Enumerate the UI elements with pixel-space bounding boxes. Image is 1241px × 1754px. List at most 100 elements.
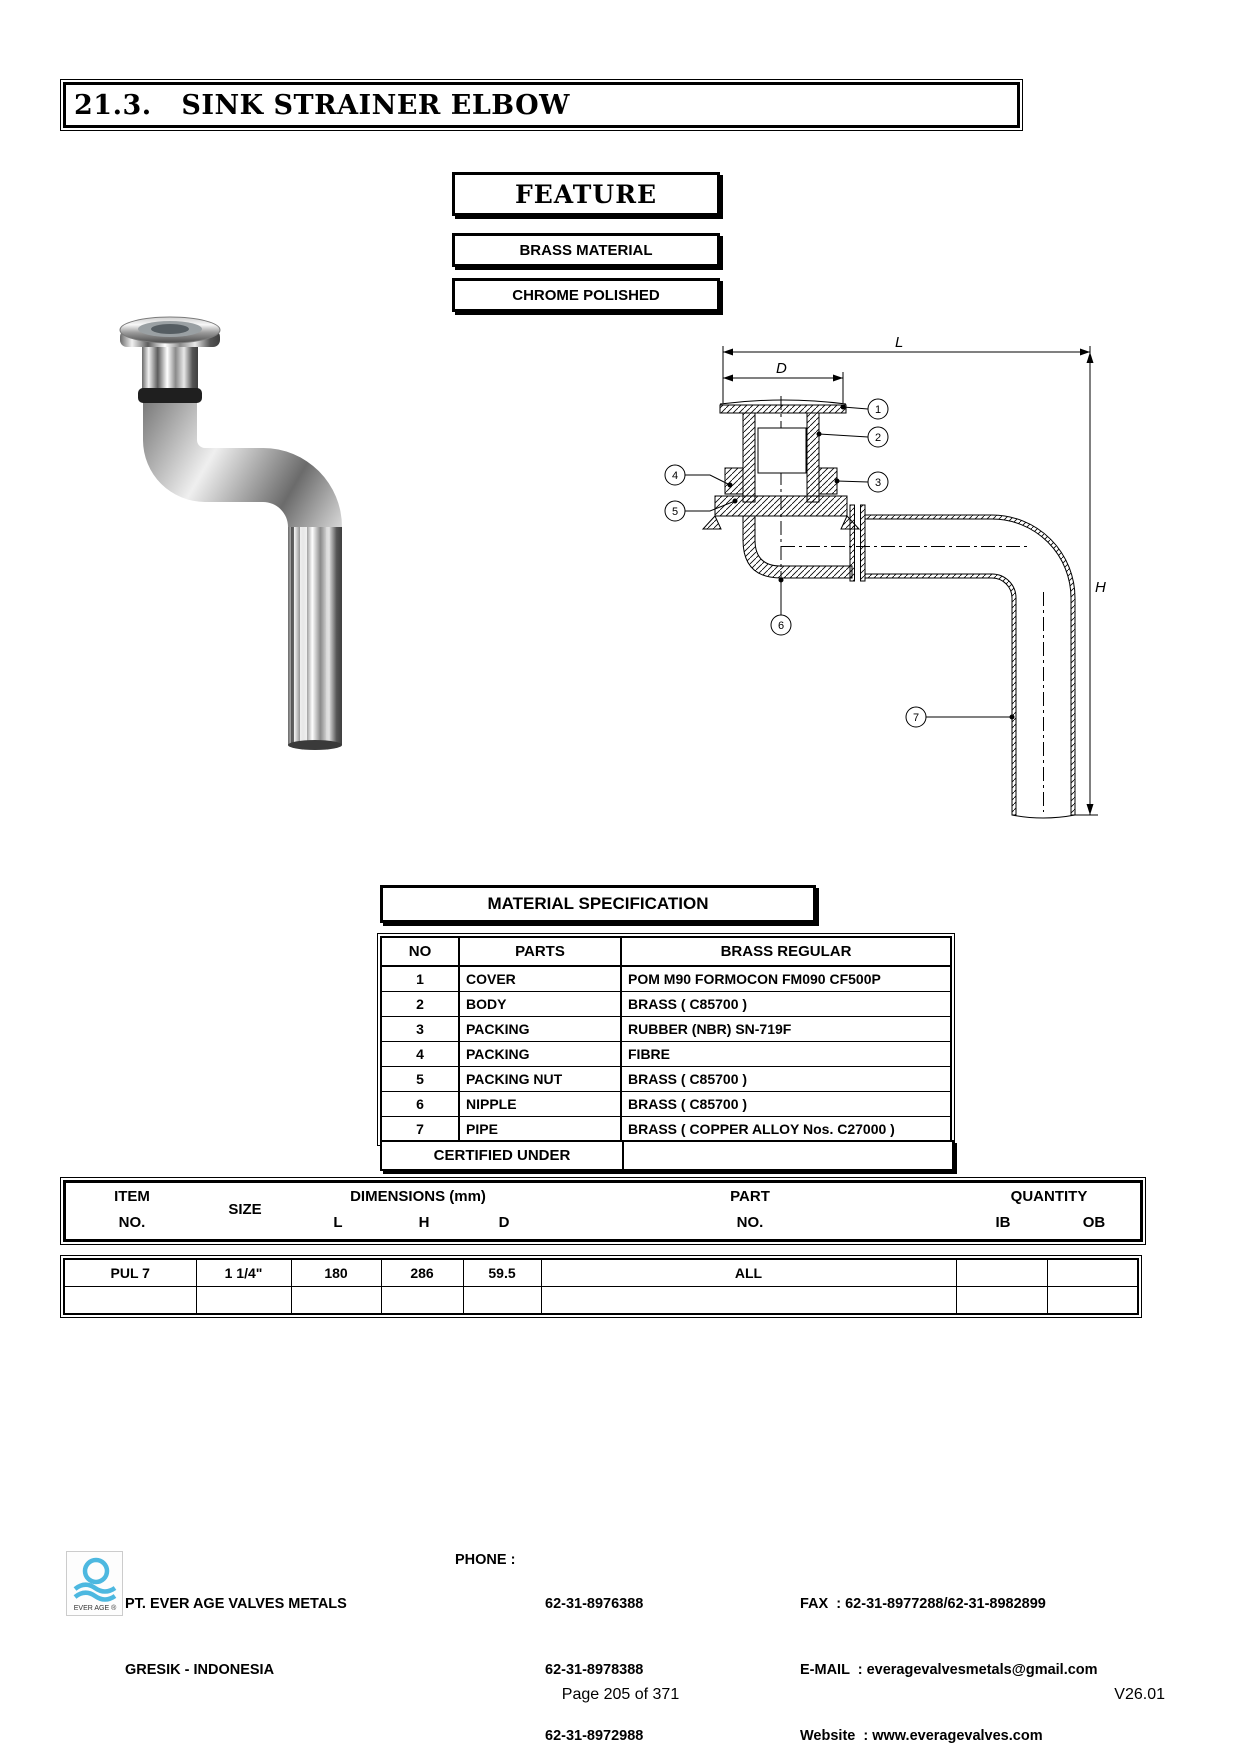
callout-6 bbox=[770, 614, 792, 636]
dim-label-H: H bbox=[1095, 579, 1106, 596]
col-dimensions: DIMENSIONS (mm) bbox=[350, 1188, 486, 1205]
cell-ib bbox=[955, 1258, 1048, 1287]
callout-1 bbox=[867, 398, 889, 420]
col-item-no: NO. bbox=[118, 1214, 146, 1231]
callout-4-label: 4 bbox=[672, 470, 678, 482]
spec-col-material: BRASS REGULAR bbox=[620, 936, 952, 967]
col-quantity: QUANTITY bbox=[1010, 1188, 1088, 1205]
company-city: GRESIK - INDONESIA bbox=[125, 1662, 275, 1678]
section-title-box: 21.3. SINK STRAINER ELBOW bbox=[60, 79, 1023, 131]
size-row: PUL 7 1 1/4" 180 286 59.5 ALL bbox=[63, 1258, 1139, 1287]
callout-2-label: 2 bbox=[875, 432, 881, 444]
col-ob: OB bbox=[1082, 1214, 1106, 1231]
callout-6-label: 6 bbox=[778, 620, 784, 632]
certified-under-value bbox=[624, 1142, 952, 1169]
callout-7-label: 7 bbox=[913, 712, 919, 724]
size-data-table: PUL 7 1 1/4" 180 286 59.5 ALL bbox=[60, 1255, 1142, 1318]
feature-finish-box: CHROME POLISHED bbox=[452, 278, 720, 312]
page-number: Page 205 of 371 bbox=[561, 1686, 680, 1703]
certified-under-box: CERTIFIED UNDER bbox=[380, 1140, 954, 1171]
col-part: PART bbox=[730, 1188, 770, 1205]
callout-3 bbox=[867, 471, 889, 493]
photo-pipe-end bbox=[288, 740, 342, 750]
logo-ring-icon bbox=[82, 1557, 110, 1585]
spec-header-row: NO PARTS BRASS REGULAR bbox=[380, 936, 952, 967]
callout-3-label: 3 bbox=[875, 477, 881, 489]
technical-drawing: L D H 1 2 3 4 5 6 7 bbox=[664, 334, 1106, 819]
cell-h: 286 bbox=[380, 1258, 464, 1287]
flange-section bbox=[719, 404, 847, 414]
photo-washer bbox=[138, 388, 202, 403]
website-line: Website : www.everagevalves.com bbox=[800, 1728, 1043, 1744]
feature-material-box: BRASS MATERIAL bbox=[452, 233, 720, 267]
material-spec-header-box: MATERIAL SPECIFICATION bbox=[380, 885, 816, 923]
dim-label-L: L bbox=[895, 334, 903, 351]
callout-2 bbox=[867, 426, 889, 448]
version-number: V26.01 bbox=[1114, 1686, 1165, 1703]
contact-right: FAX : 62-31-8977288/62-31-8982899 E-MAIL… bbox=[800, 1549, 1098, 1754]
certified-under-label: CERTIFIED UNDER bbox=[382, 1142, 624, 1169]
material-spec-title: MATERIAL SPECIFICATION bbox=[487, 894, 709, 913]
nipple-section bbox=[849, 504, 855, 582]
body-insert bbox=[757, 427, 807, 474]
body-wall-right bbox=[806, 412, 820, 503]
col-item: ITEM bbox=[114, 1188, 150, 1205]
photo-drain-hole bbox=[151, 324, 189, 334]
col-h: H bbox=[418, 1214, 430, 1231]
email-line: E-MAIL : everagevalvesmetals@gmail.com bbox=[800, 1662, 1098, 1678]
body-wall-left bbox=[742, 412, 756, 503]
col-ib: IB bbox=[995, 1214, 1011, 1231]
spec-col-parts: PARTS bbox=[458, 936, 622, 967]
logo-wave-icon bbox=[73, 1582, 117, 1594]
flange-dome bbox=[719, 399, 847, 405]
pipe-wall-inner bbox=[864, 573, 1017, 816]
cell-item-no: PUL 7 bbox=[63, 1258, 197, 1287]
feature-header-box: FEATURE bbox=[452, 172, 720, 216]
fax-line: FAX : 62-31-8977288/62-31-8982899 bbox=[800, 1596, 1046, 1612]
photo-body bbox=[142, 344, 198, 392]
callout-1-label: 1 bbox=[875, 404, 881, 416]
col-d: D bbox=[498, 1214, 510, 1231]
feature-title: FEATURE bbox=[514, 179, 658, 209]
phone-label: PHONE : bbox=[455, 1552, 516, 1568]
phone-number: 62-31-8976388 bbox=[545, 1596, 644, 1612]
page-title: 21.3. SINK STRAINER ELBOW bbox=[74, 89, 570, 121]
phone-numbers: 62-31-8976388 62-31-8978388 62-31-897298… bbox=[545, 1549, 643, 1754]
col-l: L bbox=[333, 1214, 343, 1231]
phone-number: 62-31-8972988 bbox=[545, 1728, 644, 1744]
callout-5 bbox=[664, 500, 686, 522]
product-photo bbox=[119, 316, 342, 750]
col-part-no: NO. bbox=[736, 1214, 764, 1231]
cell-d: 59.5 bbox=[462, 1258, 542, 1287]
pipe-open-end bbox=[1011, 814, 1076, 819]
callout-4 bbox=[664, 464, 686, 486]
company-name: PT. EVER AGE VALVES METALS bbox=[125, 1596, 347, 1612]
cell-ob bbox=[1046, 1258, 1139, 1287]
packing-nut bbox=[714, 495, 848, 517]
size-row bbox=[63, 1286, 1139, 1315]
cell-size: 1 1/4" bbox=[195, 1258, 292, 1287]
callout-7 bbox=[905, 706, 927, 728]
cell-part-no: ALL bbox=[540, 1258, 957, 1287]
col-size: SIZE bbox=[228, 1201, 262, 1218]
packing-left bbox=[724, 467, 744, 495]
size-table-header: ITEM NO. SIZE DIMENSIONS (mm) L H D PART… bbox=[60, 1177, 1146, 1245]
spec-col-no: NO bbox=[380, 936, 460, 967]
company-address: PT. EVER AGE VALVES METALS GRESIK - INDO… bbox=[125, 1549, 347, 1725]
feature-material: BRASS MATERIAL bbox=[519, 241, 653, 259]
callout-5-label: 5 bbox=[672, 506, 678, 518]
feature-finish: CHROME POLISHED bbox=[512, 286, 660, 304]
company-logo: EVER AGE ® bbox=[66, 1551, 123, 1616]
phone-number: 62-31-8978388 bbox=[545, 1662, 644, 1678]
dim-label-D: D bbox=[776, 360, 787, 377]
logo-text: EVER AGE ® bbox=[74, 1604, 117, 1612]
